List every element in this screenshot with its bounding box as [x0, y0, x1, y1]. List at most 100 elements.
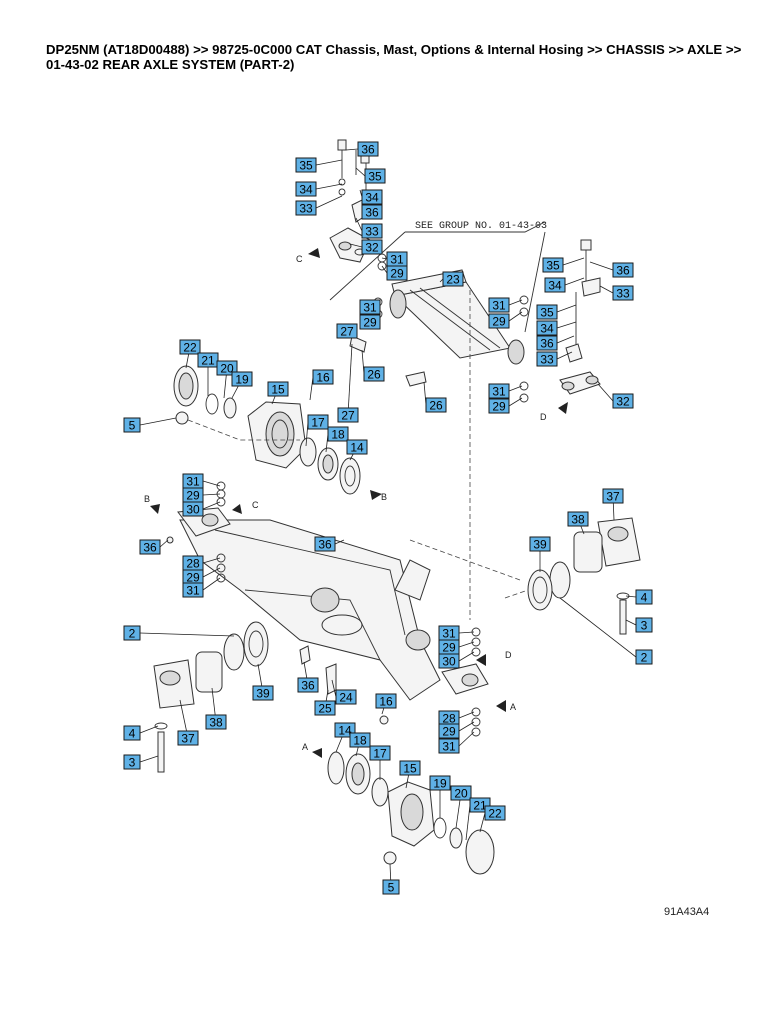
callout-30[interactable]: 30 — [182, 501, 204, 517]
callout-38[interactable]: 38 — [567, 511, 589, 527]
callout-29[interactable]: 29 — [182, 569, 204, 585]
callout-34[interactable]: 34 — [361, 189, 383, 205]
callout-33[interactable]: 33 — [361, 223, 383, 239]
callout-2[interactable]: 2 — [635, 649, 653, 665]
callout-34[interactable]: 34 — [536, 320, 558, 336]
callout-number: 32 — [616, 395, 630, 409]
leader-line-31 — [508, 385, 523, 392]
callout-number: 31 — [492, 385, 506, 399]
callout-29[interactable]: 29 — [488, 313, 510, 329]
callout-29[interactable]: 29 — [438, 723, 460, 739]
page-title: DP25NM (AT18D00488) >> 98725-0C000 CAT C… — [46, 42, 741, 72]
callout-number: 28 — [186, 557, 200, 571]
callout-2[interactable]: 2 — [123, 625, 141, 641]
callout-36[interactable]: 36 — [612, 262, 634, 278]
callout-32[interactable]: 32 — [361, 239, 383, 255]
callout-31[interactable]: 31 — [438, 738, 460, 754]
callout-39[interactable]: 39 — [252, 685, 274, 701]
callout-36[interactable]: 36 — [357, 141, 379, 157]
callout-29[interactable]: 29 — [438, 639, 460, 655]
callout-29[interactable]: 29 — [359, 314, 381, 330]
callout-number: 31 — [442, 740, 456, 754]
callout-30[interactable]: 30 — [438, 653, 460, 669]
callout-29[interactable]: 29 — [488, 398, 510, 414]
callout-17[interactable]: 17 — [307, 414, 329, 430]
callout-28[interactable]: 28 — [182, 555, 204, 571]
callout-33[interactable]: 33 — [295, 200, 317, 216]
leader-line-28 — [202, 557, 221, 564]
callout-5[interactable]: 5 — [123, 417, 141, 433]
callout-31[interactable]: 31 — [359, 299, 381, 315]
callout-27[interactable]: 27 — [336, 323, 358, 339]
callout-22[interactable]: 22 — [179, 339, 201, 355]
callout-number: 28 — [442, 712, 456, 726]
callout-37[interactable]: 37 — [602, 488, 624, 504]
callout-24[interactable]: 24 — [335, 689, 357, 705]
callout-29[interactable]: 29 — [182, 487, 204, 503]
callout-35[interactable]: 35 — [542, 257, 564, 273]
callout-4[interactable]: 4 — [635, 589, 653, 605]
callout-18[interactable]: 18 — [349, 732, 371, 748]
callout-25[interactable]: 25 — [314, 700, 336, 716]
callout-33[interactable]: 33 — [536, 351, 558, 367]
callout-37[interactable]: 37 — [177, 730, 199, 746]
callout-32[interactable]: 32 — [612, 393, 634, 409]
leader-line-33 — [355, 217, 363, 232]
callout-number: 29 — [390, 267, 404, 281]
callout-18[interactable]: 18 — [327, 426, 349, 442]
callout-39[interactable]: 39 — [529, 536, 551, 552]
callout-38[interactable]: 38 — [205, 714, 227, 730]
svg-text:C: C — [252, 500, 259, 510]
callout-36[interactable]: 36 — [297, 677, 319, 693]
callout-19[interactable]: 19 — [429, 775, 451, 791]
callout-number: 16 — [316, 371, 330, 385]
callout-29[interactable]: 29 — [386, 265, 408, 281]
callout-21[interactable]: 21 — [197, 352, 219, 368]
callout-35[interactable]: 35 — [536, 304, 558, 320]
callout-31[interactable]: 31 — [438, 625, 460, 641]
callout-3[interactable]: 3 — [635, 617, 653, 633]
callout-35[interactable]: 35 — [295, 157, 317, 173]
callout-number: 33 — [540, 353, 554, 367]
callout-28[interactable]: 28 — [438, 710, 460, 726]
callout-3[interactable]: 3 — [123, 754, 141, 770]
callout-34[interactable]: 34 — [295, 181, 317, 197]
callout-33[interactable]: 33 — [612, 285, 634, 301]
callout-17[interactable]: 17 — [369, 745, 391, 761]
callout-number: 26 — [429, 399, 443, 413]
callout-26[interactable]: 26 — [363, 366, 385, 382]
diagram-artwork: SEE GROUP NO. 01-43-03 — [144, 139, 641, 875]
leader-line-5 — [139, 417, 177, 426]
callout-36[interactable]: 36 — [139, 539, 161, 555]
callout-22[interactable]: 22 — [484, 805, 506, 821]
callout-15[interactable]: 15 — [399, 760, 421, 776]
callout-number: 17 — [373, 747, 387, 761]
callout-20[interactable]: 20 — [450, 785, 472, 801]
callout-5[interactable]: 5 — [382, 879, 400, 895]
callout-16[interactable]: 16 — [375, 693, 397, 709]
callout-36[interactable]: 36 — [314, 536, 336, 552]
callout-36[interactable]: 36 — [536, 335, 558, 351]
leader-line-3 — [139, 755, 159, 763]
callout-number: 31 — [363, 301, 377, 315]
leader-line-2 — [139, 632, 235, 637]
callout-number: 36 — [540, 337, 554, 351]
callout-4[interactable]: 4 — [123, 725, 141, 741]
callout-31[interactable]: 31 — [488, 383, 510, 399]
callout-31[interactable]: 31 — [386, 251, 408, 267]
callout-34[interactable]: 34 — [544, 277, 566, 293]
callout-36[interactable]: 36 — [361, 204, 383, 220]
callout-26[interactable]: 26 — [425, 397, 447, 413]
callout-14[interactable]: 14 — [346, 439, 368, 455]
callout-27[interactable]: 27 — [337, 407, 359, 423]
callout-16[interactable]: 16 — [312, 369, 334, 385]
callout-15[interactable]: 15 — [267, 381, 289, 397]
callout-19[interactable]: 19 — [231, 371, 253, 387]
callout-31[interactable]: 31 — [488, 297, 510, 313]
callout-35[interactable]: 35 — [364, 168, 386, 184]
callout-31[interactable]: 31 — [182, 582, 204, 598]
callout-23[interactable]: 23 — [442, 271, 464, 287]
callout-31[interactable]: 31 — [182, 473, 204, 489]
callout-number: 31 — [390, 253, 404, 267]
callout-number: 15 — [403, 762, 417, 776]
